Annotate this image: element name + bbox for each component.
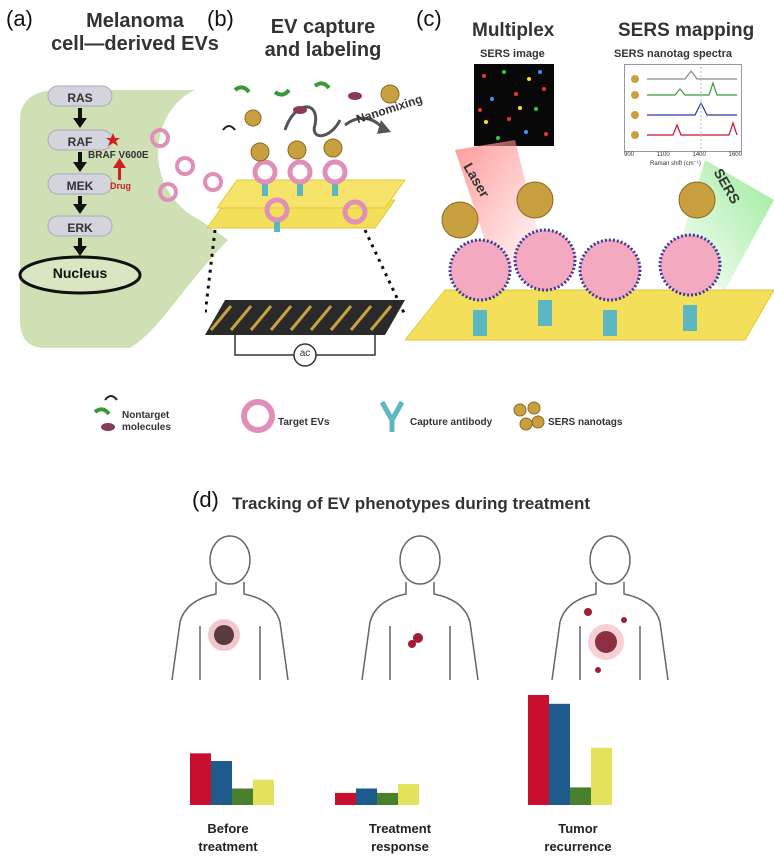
group-label-recurrence: Tumor recurrence (518, 820, 638, 855)
ac-source-icon (293, 343, 317, 367)
legend-capture: Capture antibody (410, 417, 493, 428)
chart-bar (190, 753, 211, 805)
panel-c-multiplex-title: Multiplex (472, 20, 555, 41)
bound-antibodies (473, 300, 697, 336)
drug-label: Drug (110, 181, 131, 191)
ev-capture-illustration (205, 81, 407, 367)
panel-b-label: (b) (207, 6, 234, 31)
nanotags (244, 84, 400, 162)
chart-bar (570, 787, 591, 805)
nontarget-molecules (222, 81, 362, 131)
chart-bar (335, 792, 356, 805)
capture-antibody-icon (379, 400, 405, 432)
chart-bar (591, 747, 612, 805)
captured-evs (252, 159, 368, 225)
melanoma-cell-illustration (18, 85, 228, 348)
pathway-mek (47, 173, 113, 195)
tumor-icon (584, 608, 592, 616)
pathway-ras (47, 85, 113, 107)
chart-bar (549, 703, 570, 805)
sers-image-label: SERS image (480, 48, 545, 60)
target-evs-large (448, 228, 722, 302)
panel-d-label: (d) (192, 487, 219, 512)
target-evs-icon (241, 399, 275, 433)
tumor-icon (595, 667, 601, 673)
group-label-line2: recurrence (544, 838, 612, 854)
legend-target: Target EVs (278, 417, 330, 428)
pathway-mek-label: MEK (66, 179, 94, 193)
pathway-arrows (73, 108, 87, 256)
chart-bar (377, 792, 398, 805)
group-label-line1: Treatment (368, 821, 432, 836)
mixing-loop (283, 105, 342, 138)
spectra-xtick: 1400 (692, 152, 706, 158)
panel-a-title: Melanoma cell—derived EVs (40, 10, 230, 56)
panel-a-title-line1: Melanoma (86, 10, 184, 32)
group-label-line1: Tumor (558, 821, 598, 836)
patient-figure (551, 535, 669, 681)
panel-a-label: (a) (6, 6, 33, 31)
pathway-raf-label: RAF (67, 135, 93, 149)
spectra-xtick: 1600 (728, 152, 742, 158)
drug-arrow-icon (113, 158, 126, 180)
tumor-icon (413, 633, 423, 643)
panel-b-title-line1: EV capture (270, 16, 376, 38)
pathway-erk-label: ERK (67, 221, 93, 235)
spectra-xlabel: Raman shift (cm⁻¹) (650, 161, 701, 167)
pathway-nucleus-label: Nucleus (52, 265, 108, 281)
spectra-xtick: 1100 (656, 152, 670, 158)
panel-a-title-line2: cell—derived EVs (51, 33, 219, 55)
patient-figures (171, 535, 669, 681)
pathway-erk (47, 215, 113, 237)
substrate-top (216, 179, 406, 209)
tumor-icon (408, 640, 416, 648)
chart-bar (232, 788, 253, 805)
bound-nanotags (441, 181, 716, 239)
laser-beam (455, 140, 545, 270)
nontarget-molecules-icon (93, 395, 118, 431)
patient-figure (171, 535, 289, 681)
chart-bar (528, 695, 549, 805)
chart-bar (253, 779, 274, 805)
legend-icons (93, 395, 545, 433)
ac-label: ac (299, 348, 311, 359)
group-label-before: Before treatment (168, 820, 288, 855)
legend-nontarget-line1: Nontarget (122, 410, 170, 421)
mutation-star-icon (106, 133, 120, 146)
capture-antibodies (262, 184, 338, 232)
spectra-plot (624, 64, 742, 152)
group-label-line2: response (371, 838, 429, 854)
chart-bar (398, 784, 419, 805)
sers-image (474, 64, 554, 146)
sers-mapping-illustration (405, 140, 774, 341)
legend-nanotags: SERS nanotags (548, 417, 623, 428)
panel-c-label: (c) (416, 6, 442, 31)
pathway-ras-label: RAS (67, 91, 93, 105)
nucleus-oval (18, 255, 142, 295)
electrode-array (205, 300, 405, 335)
sers-substrate (405, 289, 774, 341)
panel-b-title-line2: and labeling (264, 39, 382, 61)
group-label-line2: treatment (198, 838, 258, 854)
patient-figure (361, 535, 479, 681)
mutation-label: BRAF V600E (88, 150, 149, 161)
chart-bar (356, 788, 377, 805)
released-evs (150, 128, 223, 202)
sers-nanotags-icon (513, 401, 545, 431)
panel-b-title: EV capture and labeling (238, 16, 408, 62)
ev-phenotype-bar-chart (190, 695, 612, 805)
spectra-label: SERS nanotag spectra (614, 48, 732, 60)
tumor-icon (214, 625, 234, 645)
tumor-icon (595, 631, 617, 653)
legend-nontarget: Nontarget molecules (122, 410, 171, 434)
spectra-xtick: 900 (624, 152, 635, 158)
group-label-line1: Before (207, 821, 249, 836)
group-label-response: Treatment response (340, 820, 460, 855)
panel-c-mapping-title: SERS mapping (618, 20, 755, 41)
tumor-icon (621, 617, 627, 623)
chart-bar (211, 761, 232, 805)
spectra-xticks: 900 1100 1400 1600 (624, 152, 742, 158)
panel-d-title: Tracking of EV phenotypes during treatme… (232, 494, 590, 513)
legend-nontarget-line2: molecules (122, 422, 171, 433)
